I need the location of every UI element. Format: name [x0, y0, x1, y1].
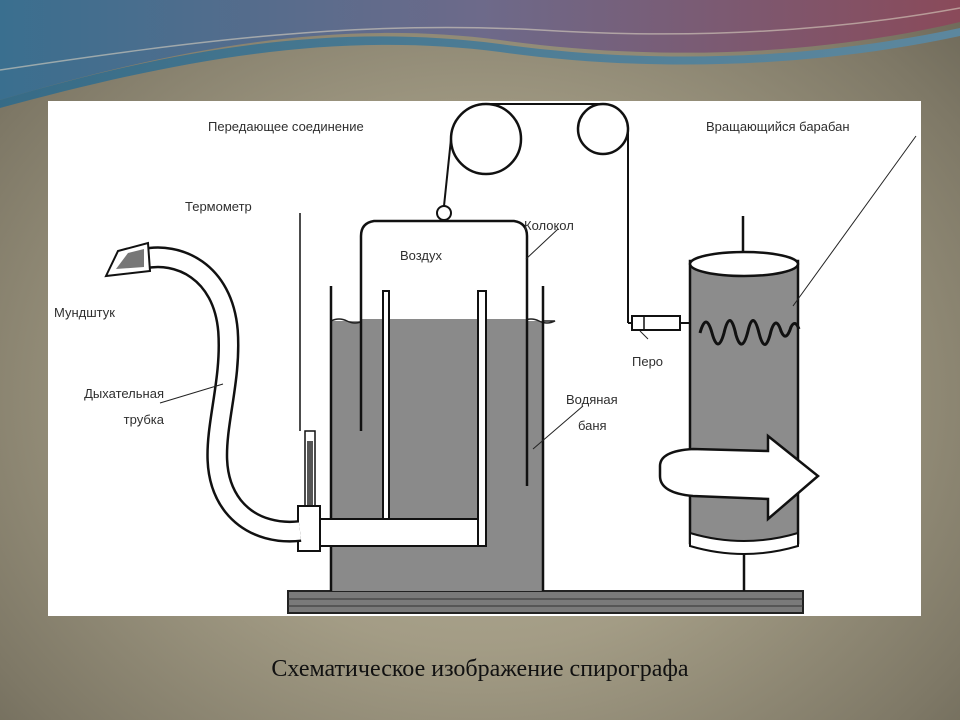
pen: [631, 315, 681, 331]
label-bell: Колокол: [524, 218, 574, 233]
bell-hook: [436, 205, 452, 221]
label-thermometer: Термометр: [185, 199, 252, 214]
label-breathing-tube-line2: трубка: [123, 412, 164, 427]
decorative-header-swoosh: [0, 0, 960, 108]
rotation-arrow-icon: [658, 433, 820, 522]
label-air: Воздух: [400, 248, 443, 263]
mouthpiece: [104, 241, 152, 278]
label-water-bath-line2: баня: [578, 418, 607, 433]
slide-caption: Схематическое изображение спирографа: [271, 656, 689, 682]
pulley-system: [443, 102, 700, 331]
label-rotating-drum: Вращающийся барабан: [706, 119, 850, 134]
label-transmitting-connection: Передающее соединение: [208, 119, 364, 134]
label-mouthpiece: Мундштук: [54, 305, 115, 320]
label-water-bath-line1: Водяная: [566, 392, 618, 407]
spirograph-diagram-panel: Передающее соединение Вращающийся бараба…: [48, 101, 921, 616]
thermometer: [297, 213, 321, 552]
leader-lines: [159, 135, 917, 450]
pulley-large: [449, 102, 523, 176]
breathing-tube: [140, 246, 302, 543]
rotating-drum: [658, 216, 820, 591]
base-plate: [287, 590, 804, 614]
water-bath: [329, 286, 556, 591]
recorded-trace: [698, 319, 801, 346]
label-pen: Перо: [632, 354, 664, 369]
label-breathing-tube-line1: Дыхательная: [84, 386, 164, 401]
pulley-small: [576, 102, 630, 156]
spirograph-diagram: [104, 102, 917, 614]
